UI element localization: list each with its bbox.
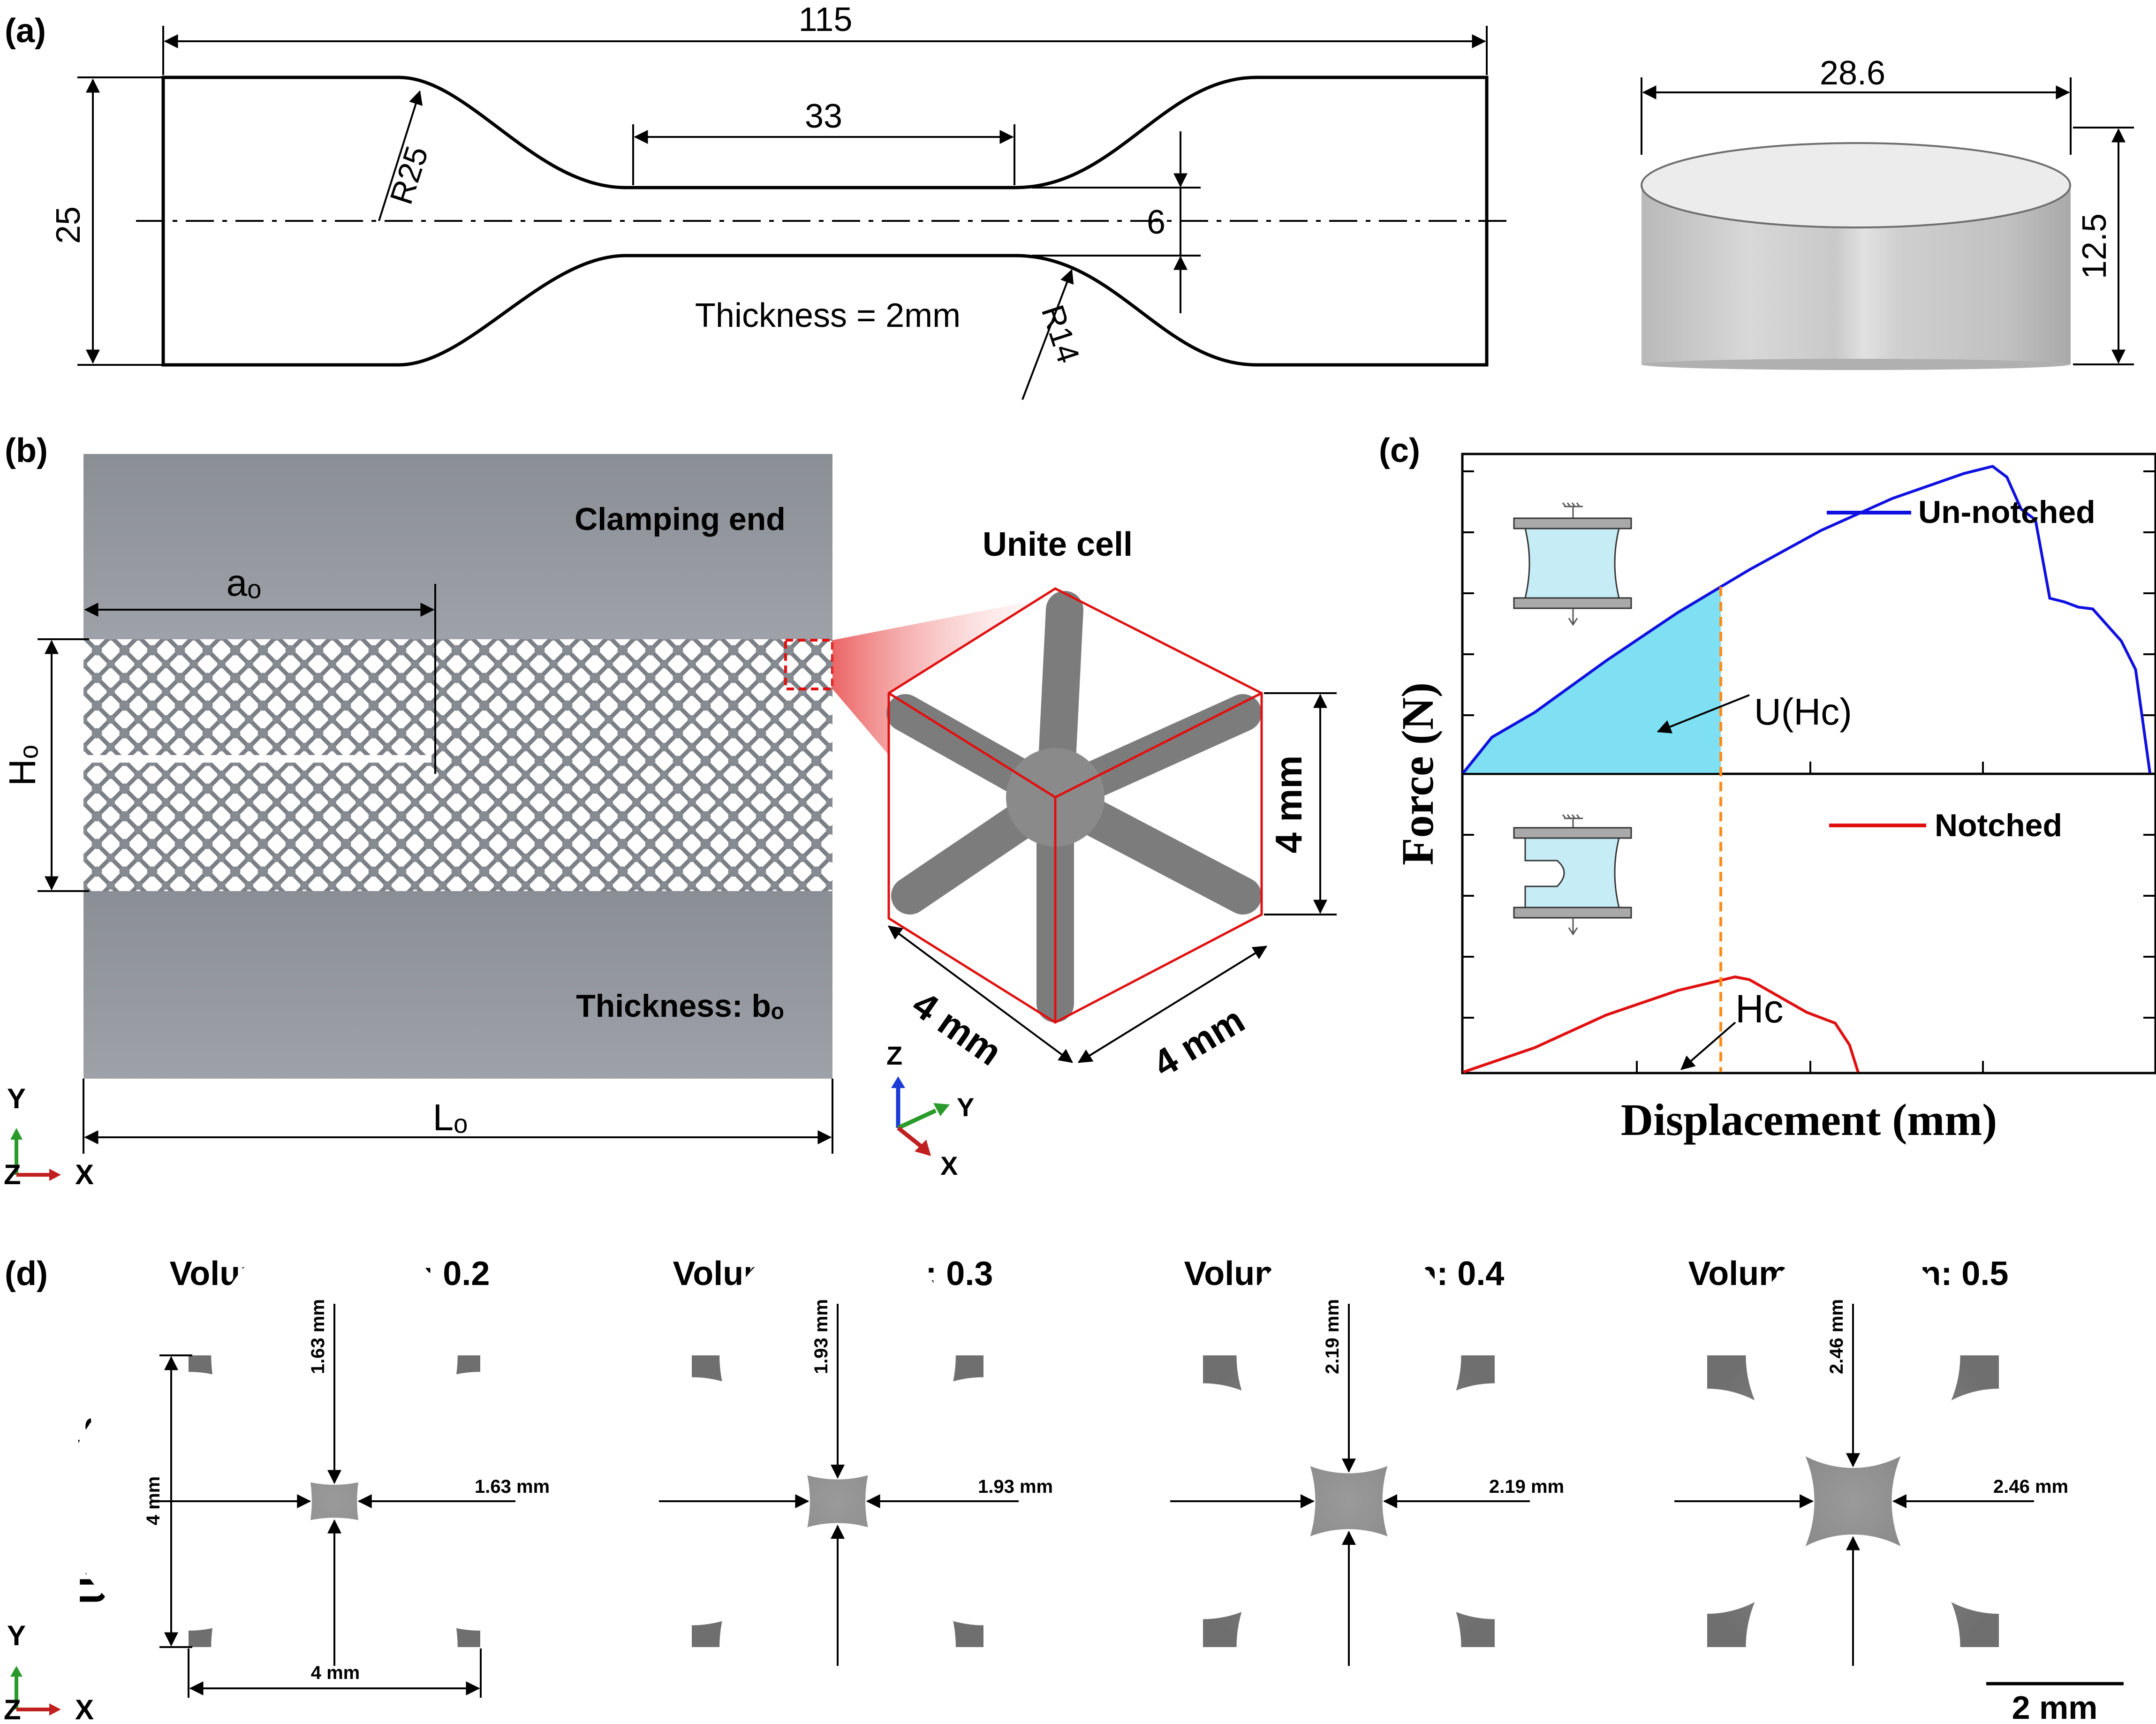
axis-y-head	[10, 1128, 23, 1140]
cube-edge-l	[888, 692, 1056, 799]
c-xlabel: Displacement (mm)	[1621, 1095, 1997, 1145]
unit-cell-4: Volume fraction: 0.52.46 mm2.46 mm	[1600, 1242, 2106, 1724]
dim-cell-w-label: 4 mm	[311, 1663, 360, 1683]
axis3d-y-label: Y	[957, 1092, 974, 1122]
gap-dim-horizontal: 1.63 mm	[475, 1476, 550, 1497]
dim-25-label: 25	[50, 206, 87, 244]
dim-ao-label: aₒ	[227, 562, 262, 604]
dim-cube-d-label: 4 mm	[905, 983, 1009, 1074]
legend-notched: Notched	[1935, 808, 2062, 843]
dim-cube-d-line	[887, 925, 1074, 1063]
gap-dim-vertical: 2.46 mm	[1826, 1299, 1847, 1374]
dim-ho-label: Hₒ	[1, 745, 43, 786]
legend-unnotched: Un-notched	[1918, 494, 2095, 530]
gap-dim-horizontal: 1.93 mm	[978, 1476, 1053, 1497]
plot-frame	[1461, 453, 2156, 1074]
unit-cell-3: Volume fraction: 0.42.19 mm2.19 mm	[1090, 1237, 1607, 1724]
dim-r14-label: R14	[1035, 301, 1087, 367]
panel-a: (a) 115 25 33 6 R25 R14 Thickness	[5, 1, 2134, 400]
dim-r25-leader	[378, 90, 423, 221]
axis3d-x-label: X	[940, 1151, 958, 1180]
panel-c: (c)	[1379, 432, 2156, 1145]
dim-cube-w-line	[1077, 945, 1268, 1063]
axis3d-z-label: Z	[886, 1041, 902, 1070]
cylinder-specimen	[1641, 142, 2071, 370]
dim-cell-h-label: 4 mm	[143, 1476, 164, 1526]
dim-286-label: 28.6	[1820, 54, 1885, 92]
gap-dim-horizontal: 2.46 mm	[1993, 1476, 2068, 1497]
c-ylabel: Force (N)	[1392, 682, 1443, 865]
gap-dim-vertical: 2.19 mm	[1322, 1299, 1343, 1374]
panel-b-tag: (b)	[5, 432, 48, 469]
cylinder-top	[1641, 142, 2071, 228]
panel-c-tag: (c)	[1379, 432, 1420, 469]
panel-a-tag: (a)	[5, 12, 46, 50]
series-unnotched	[1462, 465, 2151, 774]
dim-115-label: 115	[799, 1, 853, 38]
scalebar-label: 2 mm	[2012, 1689, 2098, 1724]
unit-cells-row: Volume fraction: 0.21.63 mm1.63 mmVolume…	[65, 1226, 2106, 1724]
panel-b: (b) Clamping end Thickness: bₒ aₒ Hₒ Lₒ …	[1, 432, 1337, 1190]
unit-cell-2: Volume fraction: 0.31.93 mm1.93 mm	[574, 1231, 1102, 1724]
cube-edge-r	[1054, 692, 1263, 799]
thickness-label-b: Thickness: bₒ	[576, 988, 784, 1024]
unit-cell-title: Unite cell	[983, 526, 1133, 563]
energy-label: U(Hᴄ)	[1754, 691, 1852, 733]
dim-cube-h-label: 4 mm	[1268, 756, 1309, 854]
critical-leader	[1680, 1021, 1736, 1070]
axes-triad-3d: Z Y X	[886, 1041, 974, 1180]
gap-dim-vertical: 1.63 mm	[308, 1299, 328, 1374]
critical-label: Hᴄ	[1735, 987, 1784, 1031]
axis-x-head	[49, 1169, 61, 1181]
dogbone-specimen	[161, 76, 1489, 367]
axis-d-y-label: Y	[7, 1620, 26, 1651]
notch-slit	[83, 755, 431, 763]
clamping-end-label: Clamping end	[575, 501, 786, 537]
notched-specimen-icon	[1513, 814, 1632, 936]
dim-6-label: 6	[1147, 204, 1165, 241]
thickness-label-a: Thickness = 2mm	[695, 297, 961, 334]
series-notched	[1463, 975, 1860, 1074]
panel-d-tag: (d)	[5, 1255, 48, 1293]
energy-area	[1463, 587, 1721, 773]
gap-dim-horizontal: 2.19 mm	[1489, 1476, 1564, 1497]
axes-triad-b: Y Z X	[4, 1083, 94, 1190]
dim-125-label: 12.5	[2076, 213, 2113, 279]
axis-y-label: Y	[7, 1083, 26, 1114]
cylinder-bottom	[1642, 359, 2070, 370]
dim-r14-leader	[1021, 269, 1074, 400]
unnotched-specimen-icon	[1513, 502, 1632, 626]
dim-r25-label: R25	[383, 142, 435, 209]
panel-d: (d) Unite cells Volume fraction: 0.21.63…	[4, 1226, 2124, 1724]
axis-d-z-label: Z	[4, 1694, 21, 1724]
dim-lo-label: Lₒ	[433, 1096, 468, 1138]
axis-x-label: X	[75, 1159, 94, 1190]
unit-cell-1: Volume fraction: 0.21.63 mm1.63 mm	[65, 1226, 604, 1724]
plate-top	[83, 454, 832, 639]
axis-d-x-label: X	[75, 1694, 94, 1724]
lattice-region	[83, 639, 832, 891]
energy-leader	[1657, 694, 1750, 733]
axes-triad-d: Y Z X	[4, 1620, 94, 1724]
axis-z-label: Z	[4, 1159, 21, 1190]
plate-bottom	[83, 891, 832, 1079]
dim-33-label: 33	[805, 98, 842, 135]
gap-dim-vertical: 1.93 mm	[811, 1299, 832, 1374]
